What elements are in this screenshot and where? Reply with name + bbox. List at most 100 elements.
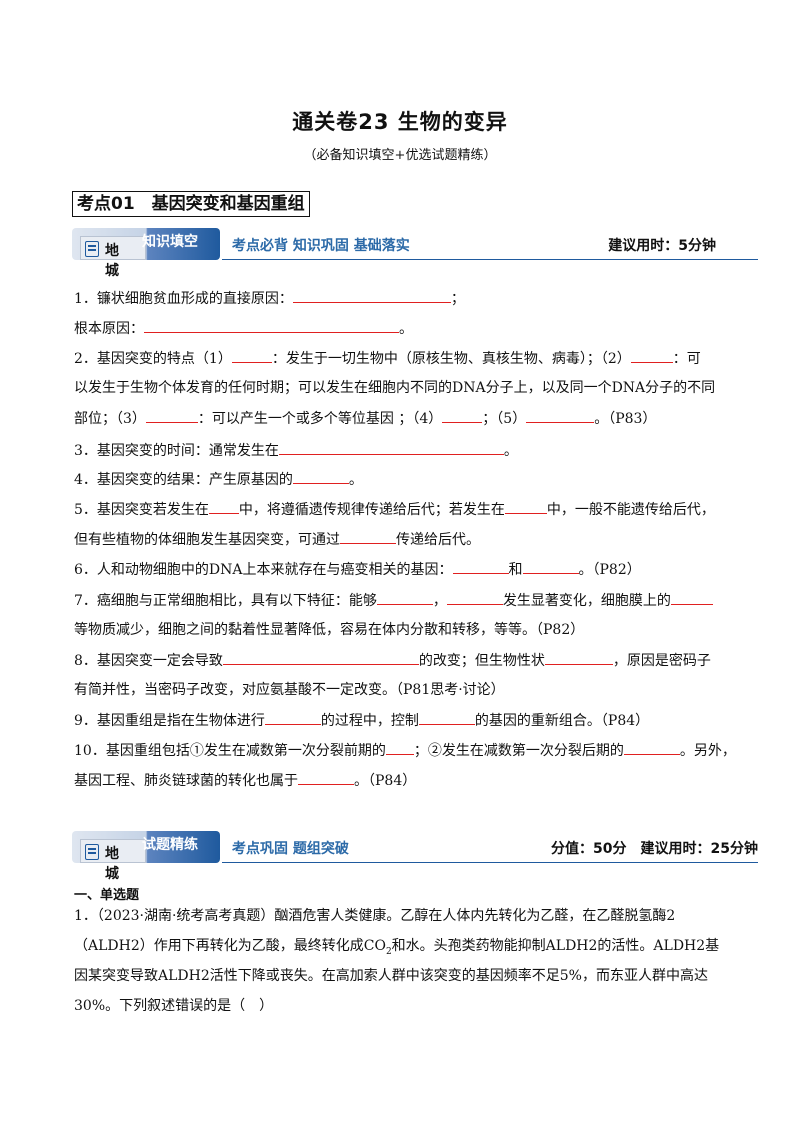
question-5-line-b: 但有些植物的体细胞发生基因突变，可通过 传递给后代。 <box>74 529 734 550</box>
problem-1-line-4: 30%。下列叙述错误的是（ ） <box>74 998 274 1014</box>
answer-blank[interactable] <box>278 440 504 455</box>
answer-blank[interactable] <box>623 740 680 755</box>
document-subtitle: （必备知识填空+优选试题精练） <box>303 148 497 163</box>
answer-blank[interactable] <box>418 710 475 725</box>
banner-score-time: 分值：50分 建议用时：25分钟 <box>551 841 758 857</box>
q10-text: 基因工程、肺炎链球菌的转化也属于 <box>74 773 298 789</box>
q8-text: 的改变；但生物性状 <box>418 653 545 669</box>
q9-text: 的基因的重新组合。（P84） <box>474 713 650 729</box>
answer-blank[interactable] <box>544 650 613 665</box>
q2-text: 部位；（3） <box>74 411 146 427</box>
q3-text: 3．基因突变的时间：通常发生在 <box>74 443 279 459</box>
answer-blank[interactable] <box>442 408 483 423</box>
q6-text: 。（P82） <box>578 562 641 578</box>
question-10-line-b: 基因工程、肺炎链球菌的转化也属于 。（P84） <box>74 770 734 791</box>
document-icon <box>85 241 99 257</box>
answer-blank[interactable] <box>526 408 595 423</box>
answer-blank[interactable] <box>630 348 673 363</box>
q5-text: 中，将遵循遗传规律传递给后代；若发生在 <box>238 502 505 518</box>
document-icon <box>85 844 99 860</box>
answer-blank[interactable] <box>340 529 396 544</box>
answer-blank[interactable] <box>231 348 272 363</box>
q1b-end: 。 <box>399 321 413 337</box>
question-2-line-b: 以发生于生物个体发育的任何时期；可以发生在细胞内不同的DNA分子上，以及同一个D… <box>74 380 716 396</box>
tag-label: 试题精练 <box>142 837 198 853</box>
q2-text: ：可 <box>672 351 701 367</box>
q2-text: ：可以产生一个或多个等位基因 ；（4） <box>197 411 443 427</box>
answer-blank[interactable] <box>446 590 503 605</box>
answer-blank[interactable] <box>208 499 239 514</box>
q6-text: 6．人和动物细胞中的DNA上本来就存在与癌变相关的基因： <box>74 562 453 578</box>
q2-text: ；（5） <box>482 411 527 427</box>
q4-end: 。 <box>348 472 363 488</box>
answer-blank[interactable] <box>452 559 509 574</box>
answer-blank[interactable] <box>264 710 321 725</box>
q8-text: ，原因是密码子 <box>612 653 711 669</box>
problem-1-line-3: 因某突变导致ALDH2活性下降或丧失。在高加索人群中该突变的基因频率不足5%，而… <box>74 968 708 984</box>
tag-di-text: 地城 <box>105 243 127 279</box>
question-2-line-a: 2．基因突变的特点（1） ：发生于一切生物中（原核生物、真核生物、病毒）；（2） ：… <box>74 348 734 369</box>
knowledge-banner: 地城 知识填空 考点必背 知识巩固 基础落实 建议用时：5分钟 <box>72 228 758 279</box>
q7-text: ， <box>432 593 447 609</box>
answer-blank[interactable] <box>298 770 354 785</box>
q1-text: 1．镰状细胞贫血形成的直接原因： <box>74 291 293 307</box>
q10-text: 。另外， <box>679 743 736 759</box>
section-heading: 考点01 基因突变和基因重组 <box>72 191 310 217</box>
q10-text: 10．基因重组包括①发生在减数第一次分裂前期的 <box>74 743 386 759</box>
question-3: 3．基因突变的时间：通常发生在 。 <box>74 440 734 461</box>
question-8-line-a: 8．基因突变一定会导致的改变；但生物性状，原因是密码子 <box>74 650 734 671</box>
question-5-line-a: 5．基因突变若发生在 中，将遵循遗传规律传递给后代；若发生在 中，一般不能遗传给后代… <box>74 499 734 520</box>
answer-blank[interactable] <box>222 650 419 665</box>
question-6: 6．人和动物细胞中的DNA上本来就存在与癌变相关的基因： 和 。（P82） <box>74 559 734 580</box>
banner-rule <box>222 258 758 260</box>
answer-blank[interactable] <box>145 408 198 423</box>
question-2-line-c: 部位；（3） ：可以产生一个或多个等位基因 ；（4） ；（5） 。（P83） <box>74 408 734 429</box>
question-9: 9．基因重组是指在生物体进行 的过程中，控制 的基因的重新组合。（P84） <box>74 710 734 731</box>
question-7-line-a: 7．癌细胞与正常细胞相比，具有以下特征：能够 ， 发生显著变化，细胞膜上的 <box>74 590 734 611</box>
banner-tag: 地城 知识填空 <box>72 228 220 279</box>
q9-text: 9．基因重组是指在生物体进行 <box>74 713 265 729</box>
practice-banner: 地城 试题精练 考点巩固 题组突破 分值：50分 建议用时：25分钟 <box>72 831 758 882</box>
q1b-text: 根本原因： <box>74 321 144 337</box>
answer-blank[interactable] <box>376 590 433 605</box>
banner-rule <box>222 861 758 863</box>
answer-blank[interactable] <box>504 499 547 514</box>
tag-label: 知识填空 <box>142 234 198 250</box>
answer-blank[interactable] <box>670 590 713 605</box>
banner-slogan: 考点巩固 题组突破 <box>232 841 349 857</box>
answer-blank[interactable] <box>385 740 414 755</box>
q1-end: ； <box>450 291 465 307</box>
q5-text: 中，一般不能遗传给后代， <box>546 502 715 518</box>
q10-text: 。（P84） <box>354 773 417 789</box>
answer-blank[interactable] <box>144 318 399 333</box>
q2-text: 。（P83） <box>594 411 657 427</box>
q7-text: 发生显著变化，细胞膜上的 <box>502 593 671 609</box>
q3-end: 。 <box>503 443 518 459</box>
question-10-line-a: 10．基因重组包括①发生在减数第一次分裂前期的 ；②发生在减数第一次分裂后期的 。另… <box>74 740 736 761</box>
p2-text: 和水。头孢类药物能抑制ALDH2的活性。ALDH2基 <box>391 938 720 954</box>
q5-text: 传递给后代。 <box>396 532 480 548</box>
q2-text: 2．基因突变的特点（1） <box>74 351 232 367</box>
answer-blank[interactable] <box>292 469 349 484</box>
p2-text: （ALDH2）作用下再转化为乙酸，最终转化成CO <box>74 938 386 954</box>
q2-text: ：发生于一切生物中（原核生物、真核生物、病毒）；（2） <box>271 351 631 367</box>
answer-blank[interactable] <box>292 288 451 303</box>
subscript: 2 <box>385 946 392 957</box>
problem-1-line-2: （ALDH2）作用下再转化为乙酸，最终转化成CO2和水。头孢类药物能抑制ALDH… <box>74 936 734 962</box>
question-4: 4．基因突变的结果：产生原基因的。 <box>74 469 734 490</box>
banner-time: 建议用时：5分钟 <box>608 238 716 254</box>
question-7-line-b: 等物质减少，细胞之间的黏着性显著降低，容易在体内分散和转移，等等。（P82） <box>74 622 585 638</box>
tag-di-text: 地城 <box>105 846 127 882</box>
q7-text: 7．癌细胞与正常细胞相比，具有以下特征：能够 <box>74 593 377 609</box>
q10-text: ；②发生在减数第一次分裂后期的 <box>413 743 624 759</box>
question-8-line-b: 有简并性，当密码子改变，对应氨基酸不一定改变。（P81思考·讨论） <box>74 682 505 698</box>
q5-text: 但有些植物的体细胞发生基因突变，可通过 <box>74 532 340 548</box>
answer-blank[interactable] <box>522 559 579 574</box>
banner-slogan: 考点必背 知识巩固 基础落实 <box>232 238 410 254</box>
q9-text: 的过程中，控制 <box>320 713 419 729</box>
tag-plate: 地城 <box>80 839 146 882</box>
q6-text: 和 <box>508 562 523 578</box>
q5-text: 5．基因突变若发生在 <box>74 502 209 518</box>
part-heading: 一、单选题 <box>74 888 140 903</box>
document-title: 通关卷23 生物的变异 <box>292 110 508 134</box>
